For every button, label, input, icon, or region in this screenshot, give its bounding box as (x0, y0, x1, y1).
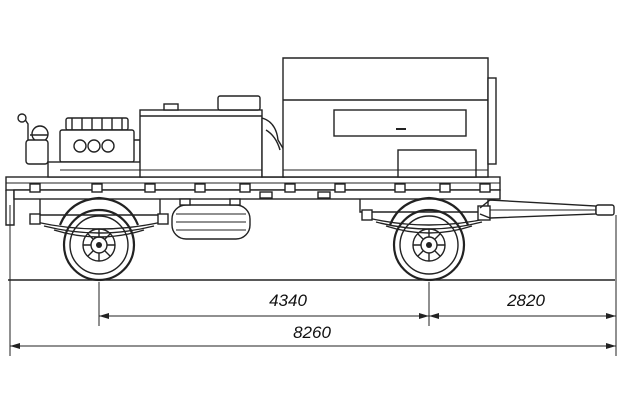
extension-lines (9, 205, 617, 356)
dimension-wheelbase: 4340 (269, 291, 307, 310)
dimension-line-overall-length (10, 343, 616, 349)
engine-block (47, 117, 143, 178)
dimension-rear-overhang: 2820 (506, 291, 545, 310)
rear-wheel (388, 196, 470, 282)
dimension-overall-length: 8260 (293, 323, 331, 342)
dimension-line-wheelbase (99, 313, 429, 319)
chassis-frame (5, 176, 501, 226)
air-duct (261, 117, 285, 178)
front-lamp-post (17, 113, 49, 165)
equipment-cabin (282, 57, 497, 178)
front-wheel (58, 196, 140, 282)
underframe-cylinder (171, 198, 251, 240)
tank-unit (139, 95, 263, 178)
dimension-line-rear-overhang (429, 313, 616, 319)
drawbar (479, 199, 615, 219)
